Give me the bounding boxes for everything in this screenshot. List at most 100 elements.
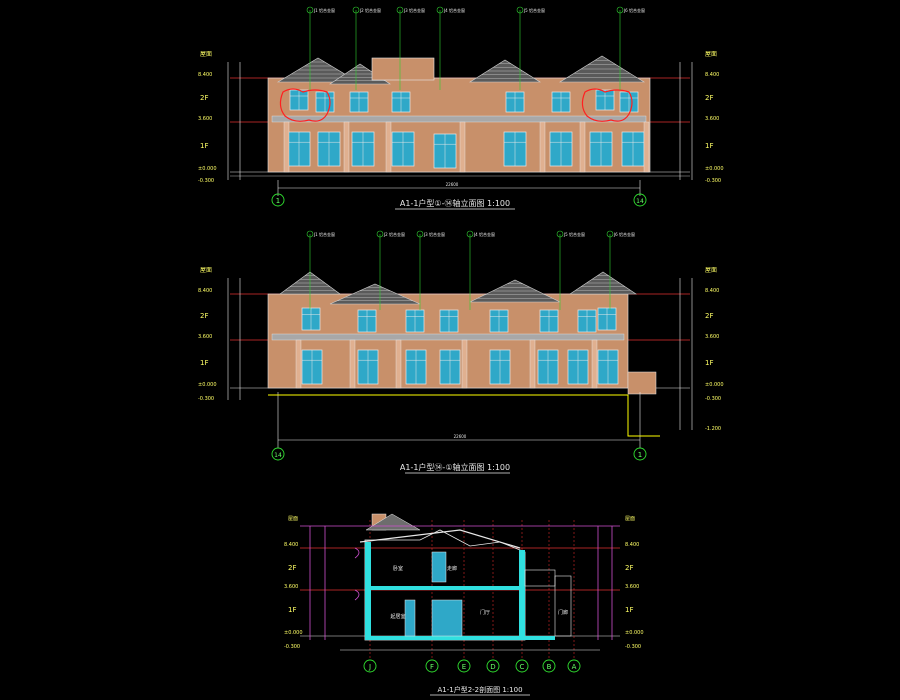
- v2-level-3: -0.300: [198, 396, 214, 402]
- v2-level-r4: -1.200: [705, 426, 721, 432]
- v2-column-2: [395, 339, 402, 389]
- v2-floor-right-2: 1F: [705, 359, 713, 367]
- section-axis-label-B: B: [547, 663, 552, 671]
- v2-annex: [627, 371, 657, 395]
- leader-bottom-bubble-0: [306, 230, 314, 238]
- leader-top-label-2: J3 铝合金窗: [403, 7, 425, 13]
- v3-floor-right-1: 2F: [625, 564, 633, 572]
- section-axis-J: [363, 659, 377, 673]
- section-axis-label-A: A: [572, 663, 577, 671]
- leader-bottom-label-0: J1 铝合金窗: [313, 231, 335, 237]
- v1-tower: [371, 57, 435, 81]
- leader-top-bubble-3: [436, 6, 444, 14]
- leader-bottom-label-2: J3 铝合金窗: [423, 231, 445, 237]
- section-axis-label-E: E: [462, 663, 466, 671]
- v3-level-r0: 8.400: [625, 542, 639, 548]
- v1-level-r1: 3.600: [705, 116, 719, 122]
- v1-floor-left-1: 2F: [200, 94, 208, 102]
- section-axis-F: [425, 659, 439, 673]
- v1-level-3: -0.300: [198, 178, 214, 184]
- leader-top-bubble-0: [306, 6, 314, 14]
- v3-level-2: ±0.000: [284, 630, 303, 636]
- v1-axis-left: [271, 193, 285, 207]
- v1-column-3: [459, 121, 466, 173]
- v1-axis-left-label: 1: [276, 197, 280, 205]
- section-ground-slab: [365, 636, 555, 640]
- section-axis-B: [542, 659, 556, 673]
- v1-column-1: [343, 121, 350, 173]
- v2-axis-right-label: 1: [638, 451, 642, 459]
- section-axis-A: [567, 659, 581, 673]
- v3-level-r2: ±0.000: [625, 630, 644, 636]
- v1-floor-left-2: 1F: [200, 142, 208, 150]
- v3-floor-left-0: 屋面: [288, 516, 298, 522]
- v1-column-4: [539, 121, 546, 173]
- leader-top-label-1: J2 铝合金窗: [359, 7, 381, 13]
- v2-axis-right: [633, 447, 647, 461]
- v2-level-r2: ±0.000: [705, 382, 724, 388]
- v1-eave-band: [271, 115, 647, 123]
- v1-column-6: [643, 121, 650, 173]
- v1-revision-cloud-left: [279, 88, 331, 122]
- v2-floor-right-0: 屋面: [705, 267, 717, 274]
- leader-top-bubble-2: [396, 6, 404, 14]
- v2-column-5: [591, 339, 598, 389]
- v2-caption: A1-1户型⑭-①轴立面图 1:100: [400, 462, 510, 472]
- material-leaders: J1 铝合金窗 J2 铝合金窗 J3 铝合金窗 J4 铝合金窗 J5 铝合金窗 J6 铝合…: [306, 6, 645, 310]
- section-axis-E: [457, 659, 471, 673]
- leader-top-label-0: J1 铝合金窗: [313, 7, 335, 13]
- section-axis-C: [515, 659, 529, 673]
- section-axis-label-J: J: [368, 663, 371, 671]
- v2-level-0: 8.400: [198, 288, 212, 294]
- v1-floor-right-0: 屋面: [705, 51, 717, 58]
- leader-top-label-3: J4 铝合金窗: [443, 7, 465, 13]
- leader-bottom-bubble-1: [376, 230, 384, 238]
- leader-top-label-4: J5 铝合金窗: [523, 7, 545, 13]
- v2-column-4: [529, 339, 536, 389]
- v1-revision-cloud-right: [581, 88, 633, 122]
- v3-caption: A1-1户型2-2剖面图 1:100: [437, 685, 522, 694]
- leader-bottom-bubble-3: [466, 230, 474, 238]
- v1-axis-right: [633, 193, 647, 207]
- section-room-0: 卧室: [393, 565, 403, 572]
- v1-column-5: [579, 121, 586, 173]
- v3-level-3: -0.300: [284, 644, 300, 650]
- leader-bottom-bubble-2: [416, 230, 424, 238]
- v1-caption: A1-1户型①-⑭轴立面图 1:100: [400, 198, 510, 208]
- v1-floor-right-2: 1F: [705, 142, 713, 150]
- v2-level-2: ±0.000: [198, 382, 217, 388]
- leader-top-bubble-4: [516, 6, 524, 14]
- v2-column-0: [295, 339, 302, 389]
- v1-level-2: ±0.000: [198, 166, 217, 172]
- v1-level-1: 3.600: [198, 116, 212, 122]
- v2-level-r0: 8.400: [705, 288, 719, 294]
- v2-floor-left-2: 1F: [200, 359, 208, 367]
- section-room-4: 门廊: [558, 609, 568, 616]
- section-view: 卧室 走廊 起居室 门厅 门廊 屋面 2F 1F 屋面 2F 1F 8.400 …: [284, 513, 644, 696]
- v2-level-r1: 3.600: [705, 334, 719, 340]
- v1-overall-dim: 22600: [446, 182, 459, 187]
- v3-floor-right-2: 1F: [625, 606, 633, 614]
- v1-floor-right-1: 2F: [705, 94, 713, 102]
- v3-level-r1: 3.600: [625, 584, 639, 590]
- v1-level-r2: ±0.000: [705, 166, 724, 172]
- leader-bottom-label-4: J5 铝合金窗: [563, 231, 585, 237]
- leader-bottom-label-5: J6 铝合金窗: [613, 231, 635, 237]
- v2-column-3: [461, 339, 468, 389]
- front-elevation-view: 屋面 2F 1F 屋面 2F 1F 8.400 3.600 ±0.000 -0.…: [198, 51, 724, 210]
- leader-top-bubble-1: [352, 6, 360, 14]
- v2-eave-band: [271, 333, 625, 341]
- section-wall-left: [365, 542, 371, 640]
- v2-overall-dim: 22600: [454, 434, 467, 439]
- v2-level-r3: -0.300: [705, 396, 721, 402]
- leader-bottom-label-1: J2 铝合金窗: [383, 231, 405, 237]
- v1-column-0: [283, 121, 290, 173]
- v2-floor-right-1: 2F: [705, 312, 713, 320]
- section-axis-D: [486, 659, 500, 673]
- v2-axis-left-label: 14: [274, 452, 282, 459]
- leader-bottom-bubble-5: [606, 230, 614, 238]
- v1-level-r3: -0.300: [705, 178, 721, 184]
- v1-axis-right-label: 14: [636, 198, 644, 205]
